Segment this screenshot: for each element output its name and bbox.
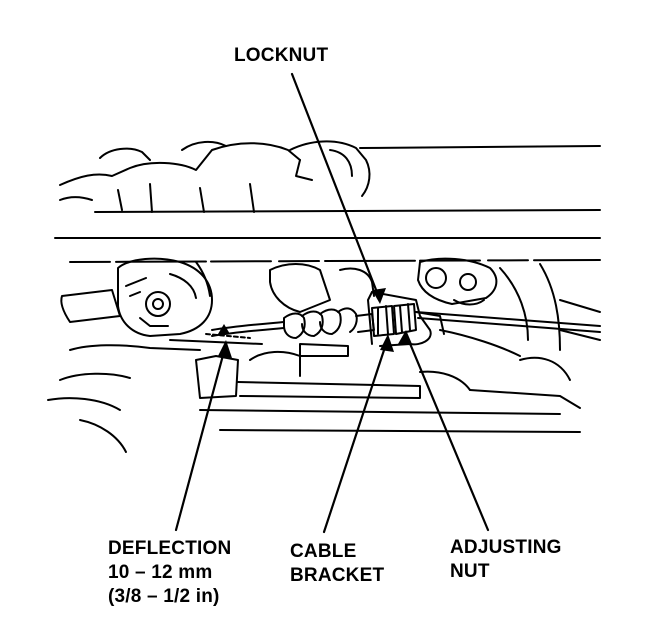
cable-bracket-label: CABLE BRACKET — [290, 540, 384, 588]
deflection-label-title: DEFLECTION — [108, 538, 232, 559]
deflection-label-metric: 10 – 12 mm — [108, 562, 213, 583]
cable-bracket-label-line1: CABLE — [290, 541, 357, 562]
locknut-label: LOCKNUT — [234, 44, 328, 68]
adjusting-nut-label: ADJUSTING NUT — [450, 536, 562, 584]
cable-bracket-label-line2: BRACKET — [290, 565, 385, 586]
deflection-label: DEFLECTION 10 – 12 mm (3/8 – 1/2 in) — [108, 537, 231, 609]
adjusting-nut-label-line2: NUT — [450, 561, 490, 582]
deflection-label-imperial: (3/8 – 1/2 in) — [108, 586, 220, 607]
adjusting-nut-label-line1: ADJUSTING — [450, 537, 562, 558]
locknut-label-line: LOCKNUT — [234, 45, 329, 66]
